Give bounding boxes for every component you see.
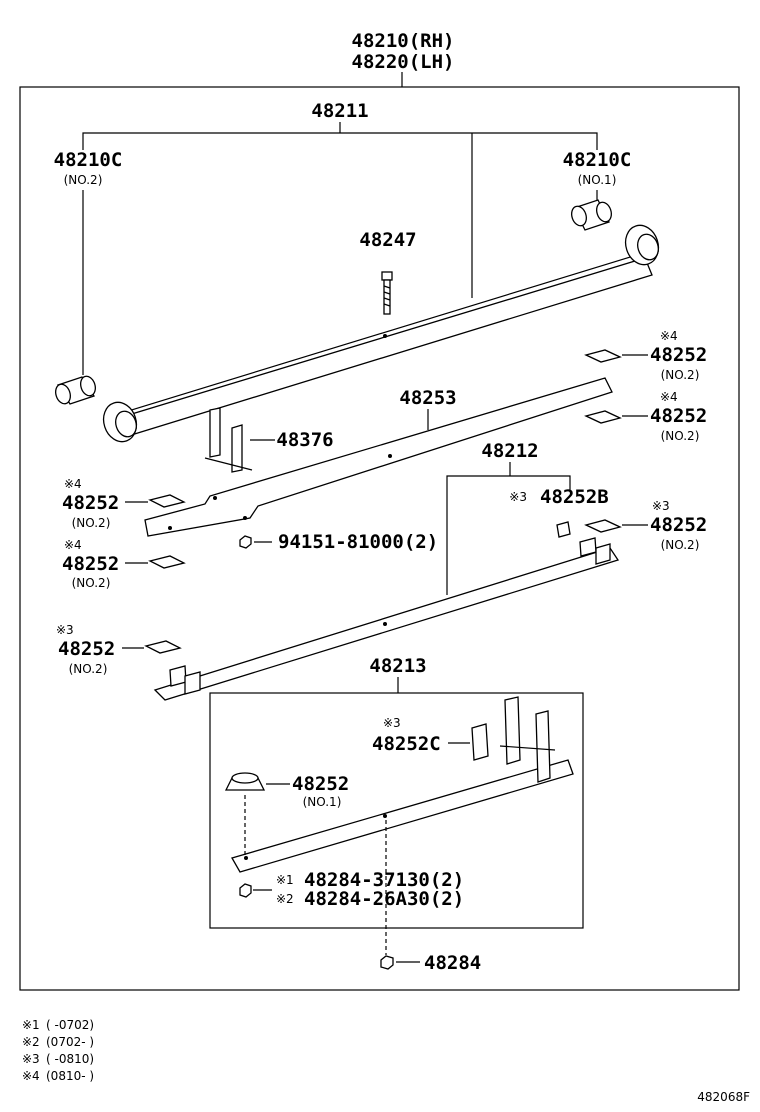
leaf-no2-label[interactable]: 48212 — [481, 440, 538, 462]
bush-no2-icon — [55, 375, 96, 405]
insert-note: (NO.2) — [72, 576, 111, 590]
bush-no1-note: (NO.1) — [578, 173, 617, 187]
insert-c-label[interactable]: 48252C — [372, 733, 441, 755]
assembly-lh-label[interactable]: 48220(LH) — [352, 51, 455, 73]
center-nut-icon — [380, 955, 394, 970]
rubber-no1-note: (NO.1) — [303, 795, 342, 809]
insert-pad-icon — [144, 640, 182, 654]
insert-pad-icon — [584, 349, 622, 363]
insert-b-label[interactable]: 48252B — [540, 486, 609, 508]
center-bolt-1-label[interactable]: 48284-37130(2) — [304, 869, 464, 891]
leaf-no3-frame — [209, 692, 584, 929]
footnote-range: (0702- ) — [46, 1035, 94, 1049]
footnote-range: ( -0810) — [46, 1052, 94, 1066]
insert-note: (NO.2) — [69, 662, 108, 676]
insert-note: (NO.2) — [661, 538, 700, 552]
insert-mark: ※4 — [64, 477, 82, 491]
footnote-mark: ※3 — [22, 1052, 40, 1066]
nut-label[interactable]: 94151-81000(2) — [278, 531, 438, 553]
bush-no2-note: (NO.2) — [64, 173, 103, 187]
insert-pad-icon — [148, 494, 186, 508]
leaf-no1-label[interactable]: 48211 — [311, 100, 368, 122]
footnote-mark: ※2 — [22, 1035, 40, 1049]
leaf-no2-shape — [153, 537, 620, 701]
center-bolt-1-mark: ※1 — [276, 873, 294, 887]
bush-no1-label[interactable]: 48210C — [563, 149, 632, 171]
insert-c-icon — [471, 723, 489, 761]
bush-no2-label[interactable]: 48210C — [54, 149, 123, 171]
insert-label[interactable]: 48252 — [62, 492, 119, 514]
insert-label[interactable]: 48252 — [58, 638, 115, 660]
figure-code: 482068F — [697, 1090, 750, 1104]
insert-mark: ※4 — [660, 329, 678, 343]
insert-b-mark: ※3 — [509, 490, 527, 504]
insert-label[interactable]: 48252 — [650, 405, 707, 427]
leaf-no3-label[interactable]: 48213 — [369, 655, 426, 677]
insert-mark: ※4 — [64, 538, 82, 552]
insert-c-mark: ※3 — [383, 716, 401, 730]
insert-mark: ※3 — [56, 623, 74, 637]
footnote-mark: ※4 — [22, 1069, 40, 1083]
center-bolt-2-mark: ※2 — [276, 892, 294, 906]
insert-mark: ※3 — [652, 499, 670, 513]
clip-icon — [204, 407, 253, 473]
footnote-range: ( -0702) — [46, 1018, 94, 1032]
assembly-frame — [19, 86, 740, 991]
insert-label[interactable]: 48252 — [650, 514, 707, 536]
insert-label[interactable]: 48252 — [650, 344, 707, 366]
center-nut-label[interactable]: 48284 — [424, 952, 481, 974]
nut-icon — [239, 535, 252, 549]
leaf-plate-label[interactable]: 48253 — [399, 387, 456, 409]
insert-note: (NO.2) — [661, 368, 700, 382]
insert-pad-icon — [148, 555, 186, 569]
footnotes: ※1 ( -0702) ※2 (0702- ) ※3 ( -0810) ※4 (… — [22, 1018, 94, 1083]
insert-pad-icon — [584, 519, 622, 533]
clip-label[interactable]: 48376 — [276, 429, 333, 451]
center-bolt-icon — [381, 271, 393, 315]
assembly-rh-label[interactable]: 48210(RH) — [352, 30, 455, 52]
insert-label[interactable]: 48252 — [62, 553, 119, 575]
insert-note: (NO.2) — [72, 516, 111, 530]
center-bolt-2-label[interactable]: 48284-26A30(2) — [304, 888, 464, 910]
leaf-no1-shape — [102, 224, 660, 443]
insert-b-icon — [556, 521, 571, 538]
footnote-mark: ※1 — [22, 1018, 40, 1032]
bush-no1-icon — [571, 199, 612, 231]
insert-mark: ※4 — [660, 390, 678, 404]
leaf-no3-shape — [231, 696, 574, 873]
bolt-head-icon — [239, 883, 252, 898]
footnote-range: (0810- ) — [46, 1069, 94, 1083]
insert-note: (NO.2) — [661, 429, 700, 443]
leaf-plate-shape — [144, 377, 613, 537]
rubber-no1-icon — [224, 772, 266, 791]
rubber-no1-label[interactable]: 48252 — [292, 773, 349, 795]
insert-pad-icon — [584, 410, 622, 424]
center-bolt-label[interactable]: 48247 — [359, 229, 416, 251]
